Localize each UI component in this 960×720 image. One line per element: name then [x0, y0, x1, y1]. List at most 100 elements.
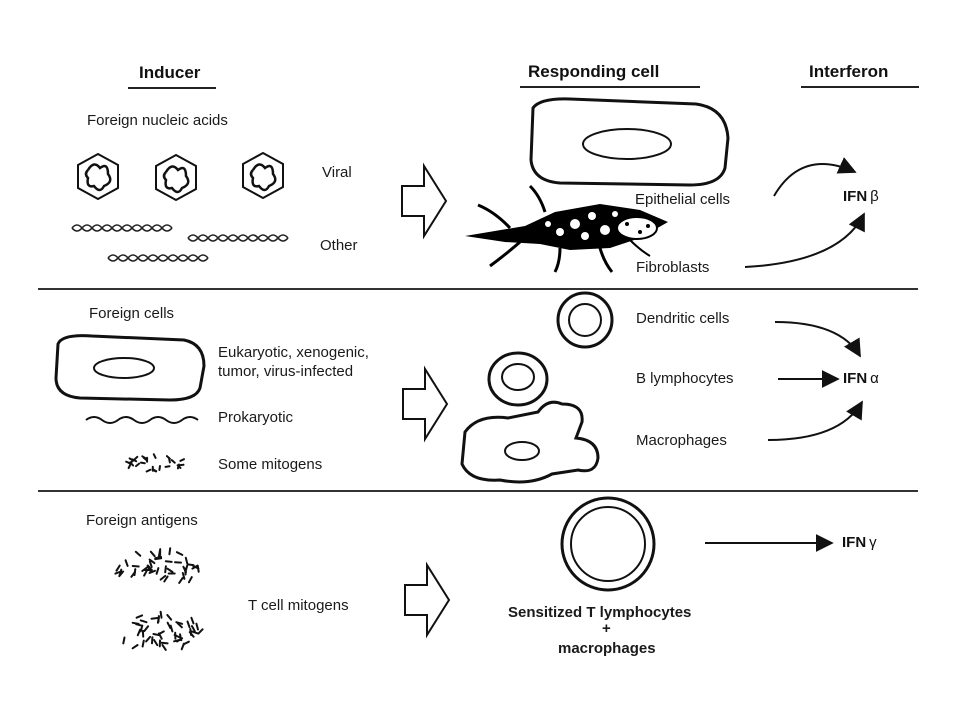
particle-dash: [135, 614, 144, 619]
nucleic-acid-strand-icon: [71, 224, 173, 232]
header-responding-cell-underline: [520, 86, 700, 88]
particle-dash: [157, 615, 160, 623]
particle-dash: [166, 621, 172, 629]
block-arrow-icon: [401, 162, 448, 240]
particle-dash: [142, 456, 148, 462]
prokaryote-icon: [85, 416, 199, 424]
particle-dash: [149, 550, 156, 558]
inducer-viral: Viral: [322, 164, 352, 181]
particle-dash: [159, 610, 163, 619]
particle-dash: [168, 547, 172, 556]
particle-dash: [163, 575, 169, 583]
cell-plus-sign: +: [602, 620, 611, 637]
arrow-epithelial-to-ifnb: [773, 157, 857, 197]
particle-dash: [179, 458, 185, 462]
antigen-particles-icon: [114, 547, 200, 584]
particle-dash: [151, 468, 158, 473]
particle-dash: [160, 641, 169, 645]
particle-dash: [134, 550, 142, 557]
particle-dash: [155, 567, 160, 575]
particle-dash: [139, 624, 144, 633]
header-inducer-underline: [128, 87, 216, 89]
particle-dash: [164, 465, 171, 468]
particle-dash: [169, 624, 174, 633]
particle-dash: [195, 622, 199, 631]
inducer-t-cell-mitogens: T cell mitogens: [248, 597, 349, 614]
particle-dash: [127, 463, 132, 470]
particle-dash: [186, 563, 195, 567]
header-interferon: Interferon: [809, 62, 889, 81]
block-arrow-icon: [404, 561, 451, 639]
macrophage-icon: [460, 400, 600, 484]
t-lymphocyte-icon: [560, 496, 656, 592]
fibroblast-cell-icon: [465, 184, 668, 273]
virus-particle-icon: [77, 152, 119, 201]
particle-dash: [148, 558, 156, 565]
cell-b-lymphocytes: B lymphocytes: [636, 370, 734, 387]
inducer-other: Other: [320, 237, 358, 254]
particle-dash: [181, 572, 186, 580]
particle-dash: [124, 559, 129, 567]
particle-dash: [176, 622, 183, 629]
virus-particle-icon: [155, 153, 197, 202]
particle-dash: [158, 465, 161, 471]
particle-dash: [173, 634, 181, 639]
virus-particle-icon: [242, 151, 284, 200]
cell-epithelial: Epithelial cells: [635, 191, 731, 208]
header-inducer: Inducer: [139, 63, 201, 82]
section-title-foreign-cells: Foreign cells: [89, 305, 175, 322]
inducer-prokaryotic: Prokaryotic: [218, 409, 294, 426]
epithelial-cell-icon: [529, 97, 730, 187]
particle-dash: [153, 639, 159, 647]
particle-dash: [184, 556, 189, 565]
particle-dash: [157, 630, 165, 636]
particle-dash: [130, 571, 136, 578]
particle-dash: [131, 621, 140, 625]
particle-dash: [175, 551, 184, 556]
particle-dash: [141, 639, 145, 648]
particle-dash: [145, 468, 152, 473]
particle-dash: [197, 628, 204, 635]
particle-dash: [148, 569, 156, 574]
particle-dash: [148, 560, 153, 569]
particle-dash: [135, 462, 141, 468]
header-responding-cell: Responding cell: [528, 62, 660, 81]
inducer-some-mitogens: Some mitogens: [218, 456, 323, 473]
particle-dash: [186, 620, 191, 629]
arrow-fibroblasts-to-ifnb: [744, 212, 865, 268]
particle-dash: [184, 567, 187, 576]
particle-dash: [170, 459, 176, 464]
eukaryotic-cell-icon: [54, 334, 206, 402]
particle-dash: [118, 570, 125, 578]
particle-dash: [164, 560, 173, 563]
particle-dash: [141, 566, 149, 572]
particle-dash: [133, 455, 139, 461]
nucleic-acid-strand-icon: [107, 254, 209, 262]
particle-dash: [154, 555, 163, 560]
particle-dash: [114, 570, 122, 575]
particle-dash: [190, 616, 195, 625]
particle-dash: [129, 461, 135, 467]
particle-dash: [139, 461, 146, 465]
cell-sensitized-t-lymphocytes: Sensitized T lymphocytes: [508, 604, 692, 621]
particle-dash: [143, 625, 150, 632]
cell-fibroblasts: Fibroblasts: [636, 259, 710, 276]
particle-dash: [150, 617, 159, 620]
particle-dash: [161, 643, 167, 651]
block-arrow-icon: [402, 365, 449, 443]
particle-dash: [164, 565, 167, 574]
particle-dash: [179, 633, 183, 642]
antigen-particles-icon: [122, 610, 204, 651]
inducer-tumor: tumor, virus-infected: [218, 363, 354, 380]
particle-dash: [176, 464, 182, 469]
particle-dash: [143, 569, 148, 577]
particle-dash: [190, 630, 199, 635]
particle-dash: [152, 453, 157, 459]
section-title-foreign-antigens: Foreign antigens: [86, 512, 198, 529]
particle-dash: [145, 635, 152, 643]
particle-dash: [189, 628, 193, 636]
particle-dash: [136, 628, 142, 637]
particle-dash: [180, 642, 185, 651]
